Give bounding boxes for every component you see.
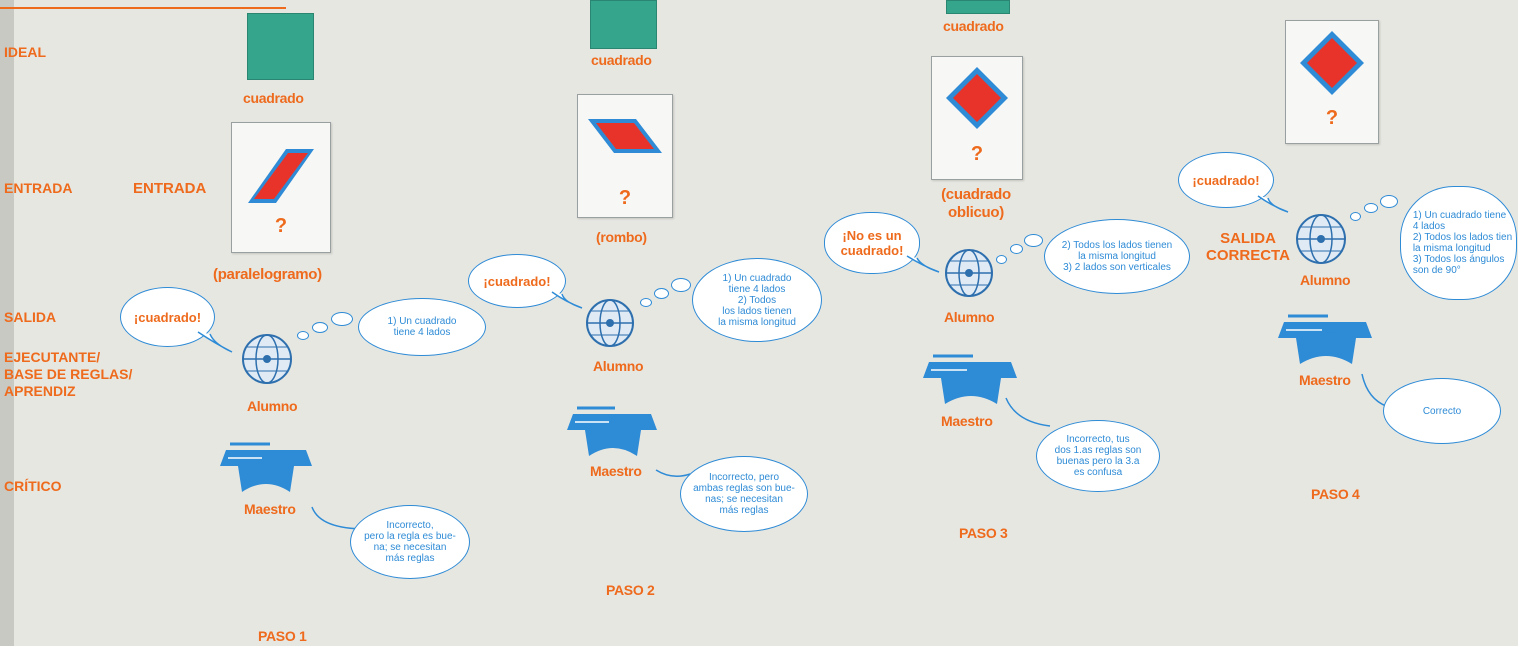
student-speech-4: ¡cuadrado! — [1178, 152, 1274, 208]
ideal-square — [946, 0, 1010, 14]
ideal-square — [247, 13, 314, 80]
paso-3: PASO 3 — [959, 525, 1008, 541]
student-globe-2 — [585, 298, 635, 348]
question-mark: ? — [1325, 107, 1339, 129]
salida-correcta-label: SALIDA CORRECTA — [1206, 230, 1290, 264]
rotated-square-shape — [946, 67, 1008, 129]
teacher-hat-3 — [923, 354, 1017, 404]
label-critico: CRÍTICO — [4, 478, 62, 494]
input-card: ? — [1285, 20, 1379, 144]
thought-dot — [671, 278, 691, 292]
ideal-label: cuadrado — [943, 18, 1004, 34]
ideal-square — [590, 0, 657, 49]
teacher-speech-3: Incorrecto, tus dos 1.as reglas son buen… — [1036, 420, 1160, 492]
thought-dot — [297, 331, 309, 340]
student-speech-1: ¡cuadrado! — [120, 287, 215, 347]
speech-tail — [551, 291, 583, 309]
thought-dot — [1380, 195, 1398, 208]
header-underline — [0, 7, 286, 9]
thought-dot — [1364, 203, 1378, 213]
teacher-speech-4: Correcto — [1383, 378, 1501, 444]
label-salida: SALIDA — [4, 309, 57, 325]
speech-tail — [906, 255, 940, 273]
input-card: ? — [577, 94, 673, 218]
input-card: ? — [231, 122, 331, 253]
ideal-label: cuadrado — [243, 90, 304, 106]
thought-dot — [654, 288, 669, 299]
teacher-hat-4 — [1278, 314, 1372, 364]
rhombus-shape — [588, 119, 662, 153]
student-speech-2: ¡cuadrado! — [468, 254, 566, 308]
thought-dot — [640, 298, 652, 307]
label-ideal: IDEAL — [4, 44, 46, 60]
maestro-label-1: Maestro — [244, 501, 296, 517]
speech-tail — [197, 331, 233, 353]
entrada-label: ENTRADA — [133, 180, 207, 197]
student-globe-4 — [1295, 213, 1347, 265]
alumno-label-1: Alumno — [247, 398, 298, 414]
input-card: ? — [931, 56, 1023, 180]
left-page-edge — [0, 0, 14, 646]
maestro-label-4: Maestro — [1299, 372, 1351, 388]
student-speech-3: ¡No es un cuadrado! — [824, 212, 920, 274]
thought-bubble-1: 1) Un cuadrado tiene 4 lados — [358, 298, 486, 356]
parallelogram-shape — [248, 149, 314, 203]
thought-bubble-3: 2) Todos los lados tienen la misma longi… — [1044, 219, 1190, 294]
ideal-label: cuadrado — [591, 52, 652, 68]
thought-dot — [331, 312, 353, 326]
teacher-speech-1: Incorrecto, pero la regla es bue- na; se… — [350, 505, 470, 579]
thought-dot — [1010, 244, 1023, 254]
question-mark: ? — [618, 187, 632, 209]
speech-tail — [1257, 195, 1289, 213]
student-globe-1 — [241, 333, 293, 385]
thought-dot — [1024, 234, 1043, 247]
thought-dot — [996, 255, 1007, 264]
speech-tail — [1005, 397, 1051, 427]
teacher-hat-1 — [220, 442, 312, 492]
teacher-hat-2 — [567, 406, 657, 456]
paso-1: PASO 1 — [258, 628, 307, 644]
shape-name-1: (paralelogramo) — [213, 266, 322, 283]
thought-dot — [1350, 212, 1361, 221]
shape-name-3: (cuadrado oblicuo) — [941, 186, 1011, 221]
alumno-label-3: Alumno — [944, 309, 995, 325]
question-mark: ? — [970, 143, 984, 165]
shape-name-2: (rombo) — [596, 229, 647, 245]
thought-bubble-2: 1) Un cuadrado tiene 4 lados 2) Todos lo… — [692, 258, 822, 342]
paso-2: PASO 2 — [606, 582, 655, 598]
label-entrada-side: ENTRADA — [4, 180, 73, 196]
label-ejecutante: EJECUTANTE/ BASE DE REGLAS/ APRENDIZ — [4, 349, 133, 399]
maestro-label-3: Maestro — [941, 413, 993, 429]
thought-dot — [312, 322, 328, 333]
question-mark: ? — [274, 215, 288, 237]
alumno-label-2: Alumno — [593, 358, 644, 374]
alumno-label-4: Alumno — [1300, 272, 1351, 288]
thought-bubble-4: 1) Un cuadrado tiene 4 lados 2) Todos lo… — [1400, 186, 1517, 300]
rotated-square-shape — [1300, 31, 1364, 95]
student-globe-3 — [943, 248, 995, 298]
teacher-speech-2: Incorrecto, pero ambas reglas son bue- n… — [680, 456, 808, 532]
maestro-label-2: Maestro — [590, 463, 642, 479]
paso-4: PASO 4 — [1311, 486, 1360, 502]
